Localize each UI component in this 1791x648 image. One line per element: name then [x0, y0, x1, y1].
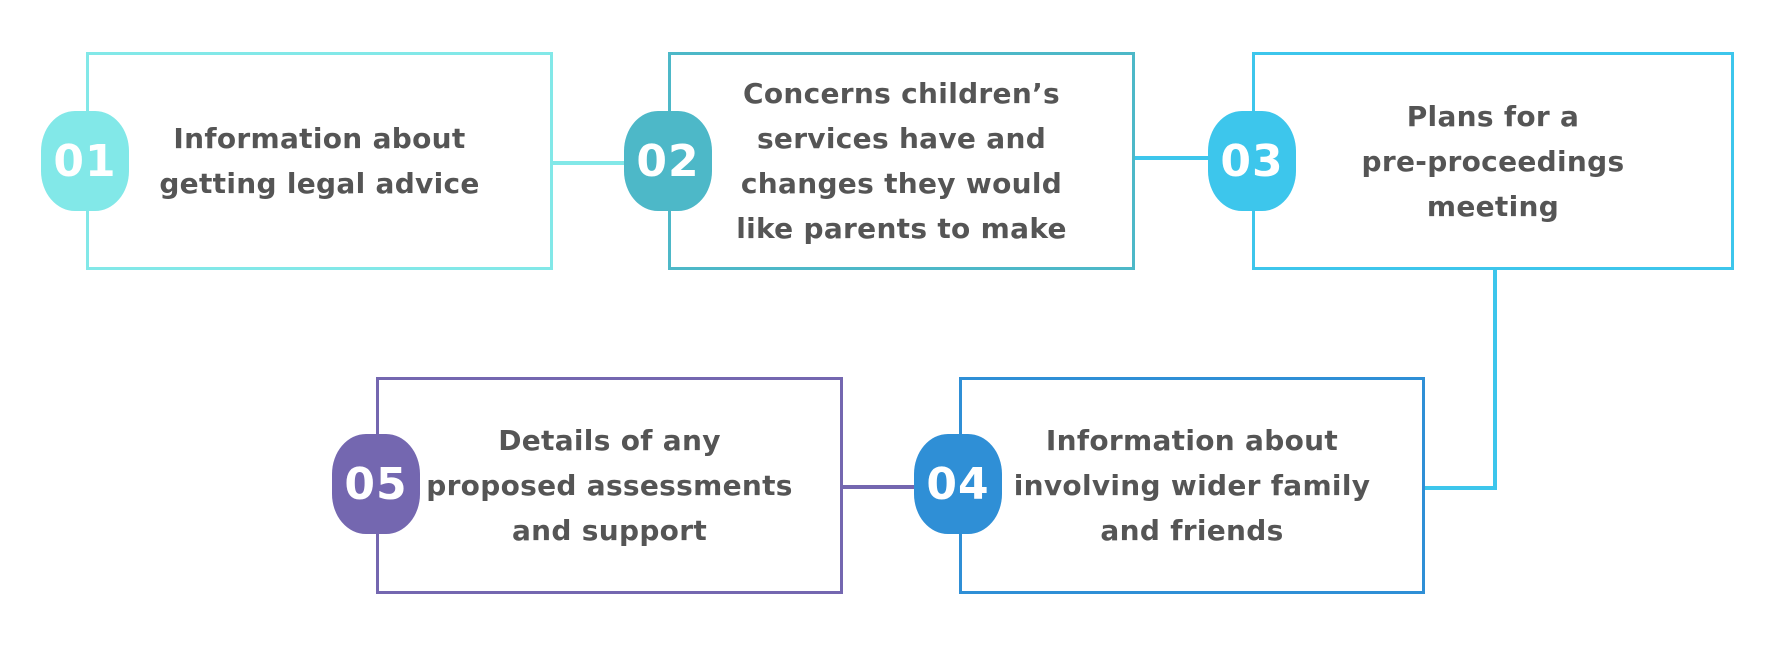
- connector-04-05: [841, 485, 914, 489]
- connector-03-04-vertical: [1493, 268, 1497, 490]
- step-02-number: 02: [636, 135, 700, 187]
- connector-02-03: [1133, 156, 1208, 160]
- step-03-number: 03: [1220, 135, 1284, 187]
- step-01-box: Information about getting legal advice: [86, 52, 553, 270]
- step-04-text: Information about involving wider family…: [1013, 424, 1371, 547]
- step-05-text: Details of any proposed assessments and …: [426, 424, 793, 547]
- step-02-badge: 02: [624, 111, 712, 211]
- step-04-number: 04: [926, 458, 990, 510]
- step-03-box: Plans for a pre-proceedings meeting: [1252, 52, 1734, 270]
- step-05-box: Details of any proposed assessments and …: [376, 377, 843, 594]
- step-03-text: Plans for a pre-proceedings meeting: [1361, 99, 1625, 223]
- step-05-number: 05: [344, 458, 408, 510]
- step-01-number: 01: [53, 135, 117, 187]
- step-04-badge: 04: [914, 434, 1002, 534]
- step-01-badge: 01: [41, 111, 129, 211]
- step-03-badge: 03: [1208, 111, 1296, 211]
- step-02-box: Concerns children’s services have and ch…: [668, 52, 1135, 270]
- connector-01-02: [551, 161, 624, 165]
- step-04-box: Information about involving wider family…: [959, 377, 1425, 594]
- connector-03-04-horizontal: [1423, 486, 1497, 490]
- step-01-text: Information about getting legal advice: [159, 122, 480, 200]
- step-02-text: Concerns children’s services have and ch…: [736, 77, 1067, 245]
- step-05-badge: 05: [332, 434, 420, 534]
